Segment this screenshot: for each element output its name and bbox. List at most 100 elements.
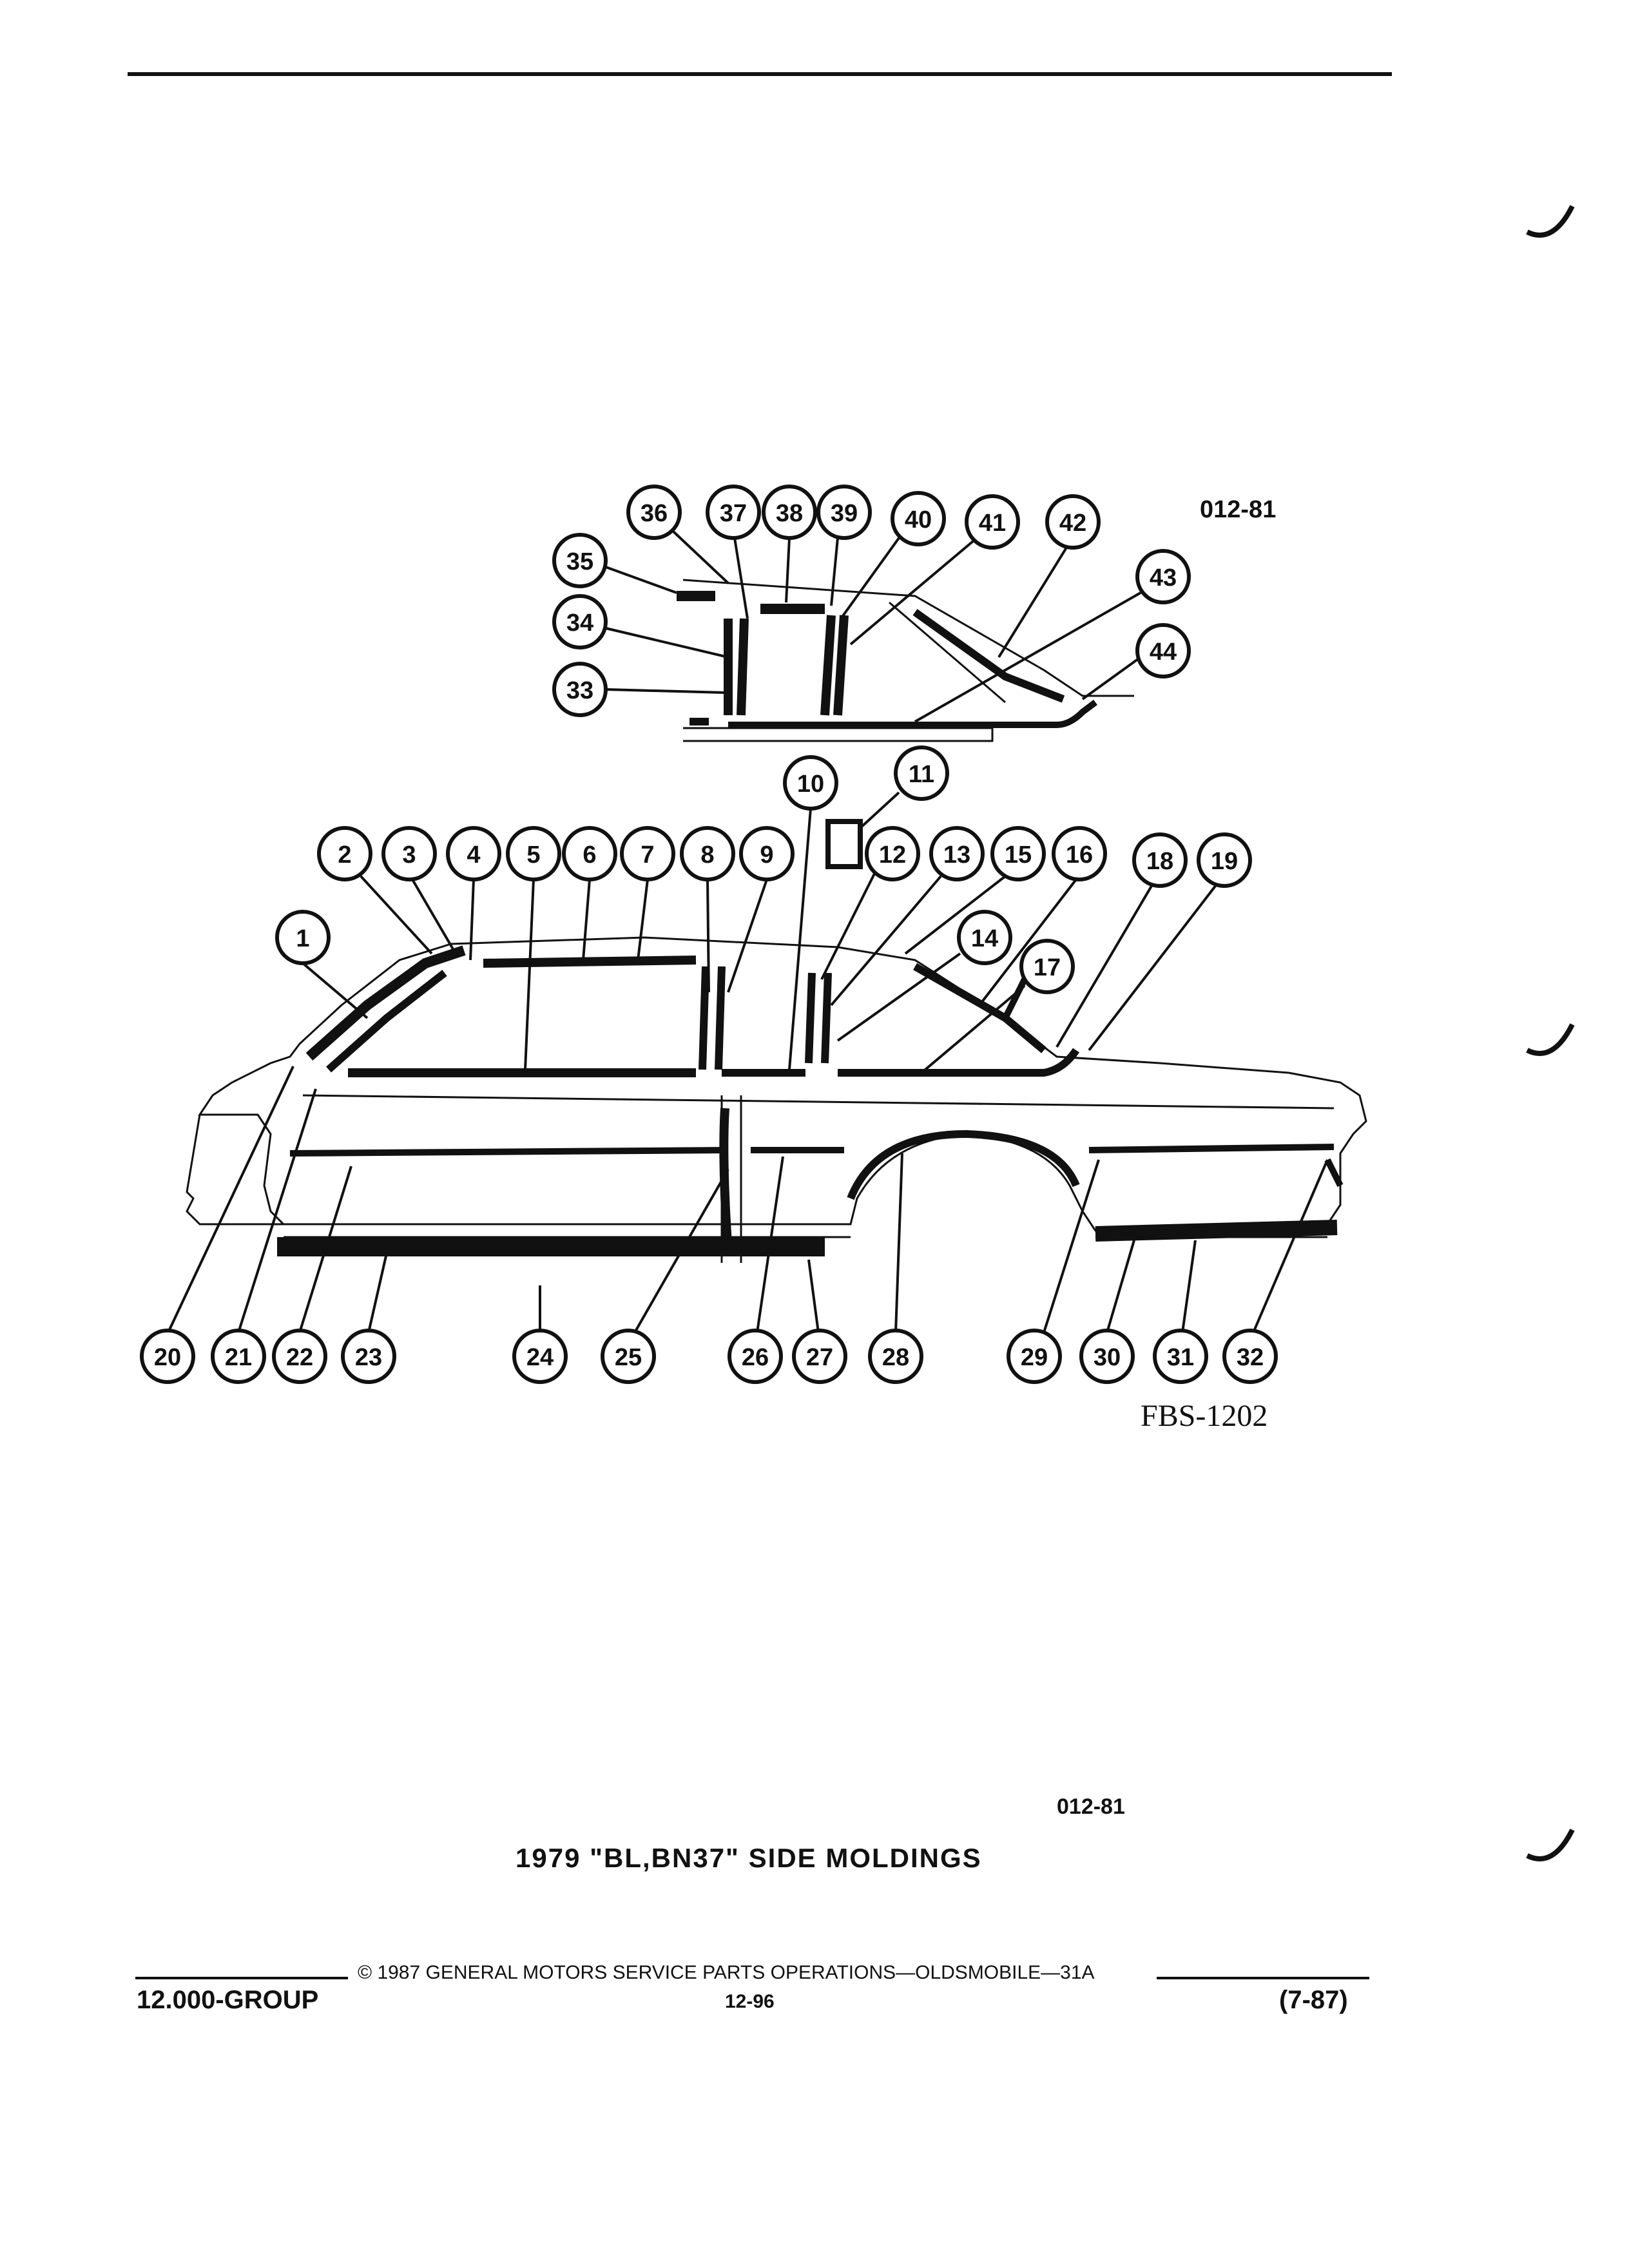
callout-43: 43 [914, 549, 1191, 723]
callout-42-label: 42 [1059, 510, 1086, 537]
callout-13: 13 [830, 826, 985, 1006]
callout-27-label: 27 [806, 1344, 833, 1371]
footer-group: 12.000-GROUP [137, 1986, 319, 2014]
callout-33: 33 [552, 662, 726, 717]
callout-26-label: 26 [742, 1344, 769, 1371]
callout-14: 14 [836, 910, 1012, 1042]
callout-32-label: 32 [1237, 1344, 1264, 1371]
callout-8-label: 8 [700, 841, 714, 869]
callout-19-label: 19 [1211, 848, 1238, 875]
callout-44: 44 [1081, 623, 1191, 700]
caption-reference: 012-81 [1057, 1794, 1125, 1819]
footer-date: (7-87) [1279, 1986, 1348, 2014]
callout-19: 19 [1088, 832, 1252, 1052]
callout-4-label: 4 [467, 841, 480, 869]
callout-28: 28 [868, 1153, 923, 1384]
callout-32: 32 [1222, 1159, 1329, 1384]
top-rule [128, 72, 1392, 76]
callout-24: 24 [512, 1285, 568, 1384]
callout-31-label: 31 [1167, 1344, 1194, 1371]
callout-16-label: 16 [1066, 841, 1093, 869]
callout-4: 4 [446, 826, 501, 961]
callout-25-label: 25 [615, 1344, 642, 1371]
callout-39: 39 [816, 485, 872, 606]
caption-title: 1979 "BL,BN37" SIDE MOLDINGS [516, 1843, 982, 1873]
callout-23: 23 [341, 1253, 396, 1384]
callout-11-label: 11 [909, 761, 934, 788]
footer-rule-right [1157, 1977, 1369, 1979]
callout-1-label: 1 [296, 925, 309, 952]
callout-28-label: 28 [882, 1344, 909, 1371]
callout-27: 27 [792, 1259, 847, 1384]
callout-43-label: 43 [1150, 564, 1177, 591]
callout-1: 1 [275, 910, 369, 1019]
callout-37: 37 [706, 485, 761, 619]
callout-17: 17 [920, 939, 1075, 1074]
callout-24-label: 24 [526, 1344, 554, 1371]
callout-40-label: 40 [905, 506, 932, 533]
callout-34: 34 [552, 594, 729, 658]
callout-20: 20 [140, 1066, 294, 1384]
callout-7: 7 [620, 826, 675, 961]
callout-30-label: 30 [1094, 1344, 1121, 1371]
callout-22: 22 [272, 1166, 352, 1384]
figure-code: FBS-1202 [1141, 1399, 1268, 1433]
callout-12: 12 [820, 826, 920, 980]
callout-21-label: 21 [225, 1344, 252, 1371]
callout-33-label: 33 [566, 677, 593, 704]
callout-21: 21 [211, 1088, 317, 1384]
callout-2-label: 2 [338, 841, 351, 869]
callout-30: 30 [1079, 1240, 1135, 1384]
callout-37-label: 37 [720, 500, 747, 527]
callout-16: 16 [978, 826, 1107, 1006]
callout-15-label: 15 [1005, 841, 1032, 869]
callout-35-label: 35 [566, 548, 593, 575]
callout-18-label: 18 [1146, 848, 1173, 875]
footer-rule-left [135, 1977, 348, 1979]
callout-17-label: 17 [1034, 954, 1061, 981]
top-reference: 012-81 [1200, 496, 1277, 523]
callout-31: 31 [1153, 1240, 1208, 1384]
callout-38: 38 [762, 485, 817, 603]
inset-window-detail [677, 579, 1134, 742]
callout-5-label: 5 [526, 841, 540, 869]
callout-25: 25 [601, 1169, 729, 1384]
callout-23-label: 23 [355, 1344, 382, 1371]
callout-36-label: 36 [641, 500, 668, 527]
callout-2: 2 [317, 826, 433, 955]
callout-3-label: 3 [402, 841, 416, 869]
callout-6: 6 [562, 826, 617, 961]
callout-38-label: 38 [776, 500, 803, 527]
callout-8: 8 [680, 826, 735, 993]
binder-marks [1526, 205, 1575, 1861]
callout-15: 15 [904, 826, 1046, 955]
callout-3: 3 [381, 826, 459, 958]
callout-14-label: 14 [971, 925, 998, 952]
callout-41-label: 41 [979, 510, 1006, 537]
car-side-view [186, 819, 1367, 1263]
callout-10-label: 10 [797, 771, 824, 798]
callout-6-label: 6 [583, 841, 596, 869]
callout-9-label: 9 [760, 841, 773, 869]
callout-41: 41 [849, 494, 1020, 646]
callout-36: 36 [626, 485, 729, 584]
footer-copyright: © 1987 GENERAL MOTORS SERVICE PARTS OPER… [358, 1962, 1095, 1983]
callout-5: 5 [506, 826, 561, 1070]
callout-10: 10 [783, 755, 838, 1070]
callout-20-label: 20 [154, 1344, 181, 1371]
callout-18: 18 [1055, 832, 1188, 1048]
callout-42: 42 [998, 494, 1101, 658]
callout-39-label: 39 [831, 500, 858, 527]
footer-page-number: 12-96 [725, 1991, 775, 2012]
callout-9: 9 [727, 826, 795, 993]
callout-34-label: 34 [566, 610, 593, 637]
callout-12-label: 12 [879, 841, 906, 869]
callout-29: 29 [1007, 1159, 1100, 1384]
callout-40: 40 [840, 491, 946, 620]
callout-29-label: 29 [1021, 1344, 1048, 1371]
callout-13-label: 13 [943, 841, 970, 869]
callout-44-label: 44 [1150, 639, 1177, 666]
callout-35: 35 [552, 533, 677, 594]
callout-7-label: 7 [641, 841, 654, 869]
